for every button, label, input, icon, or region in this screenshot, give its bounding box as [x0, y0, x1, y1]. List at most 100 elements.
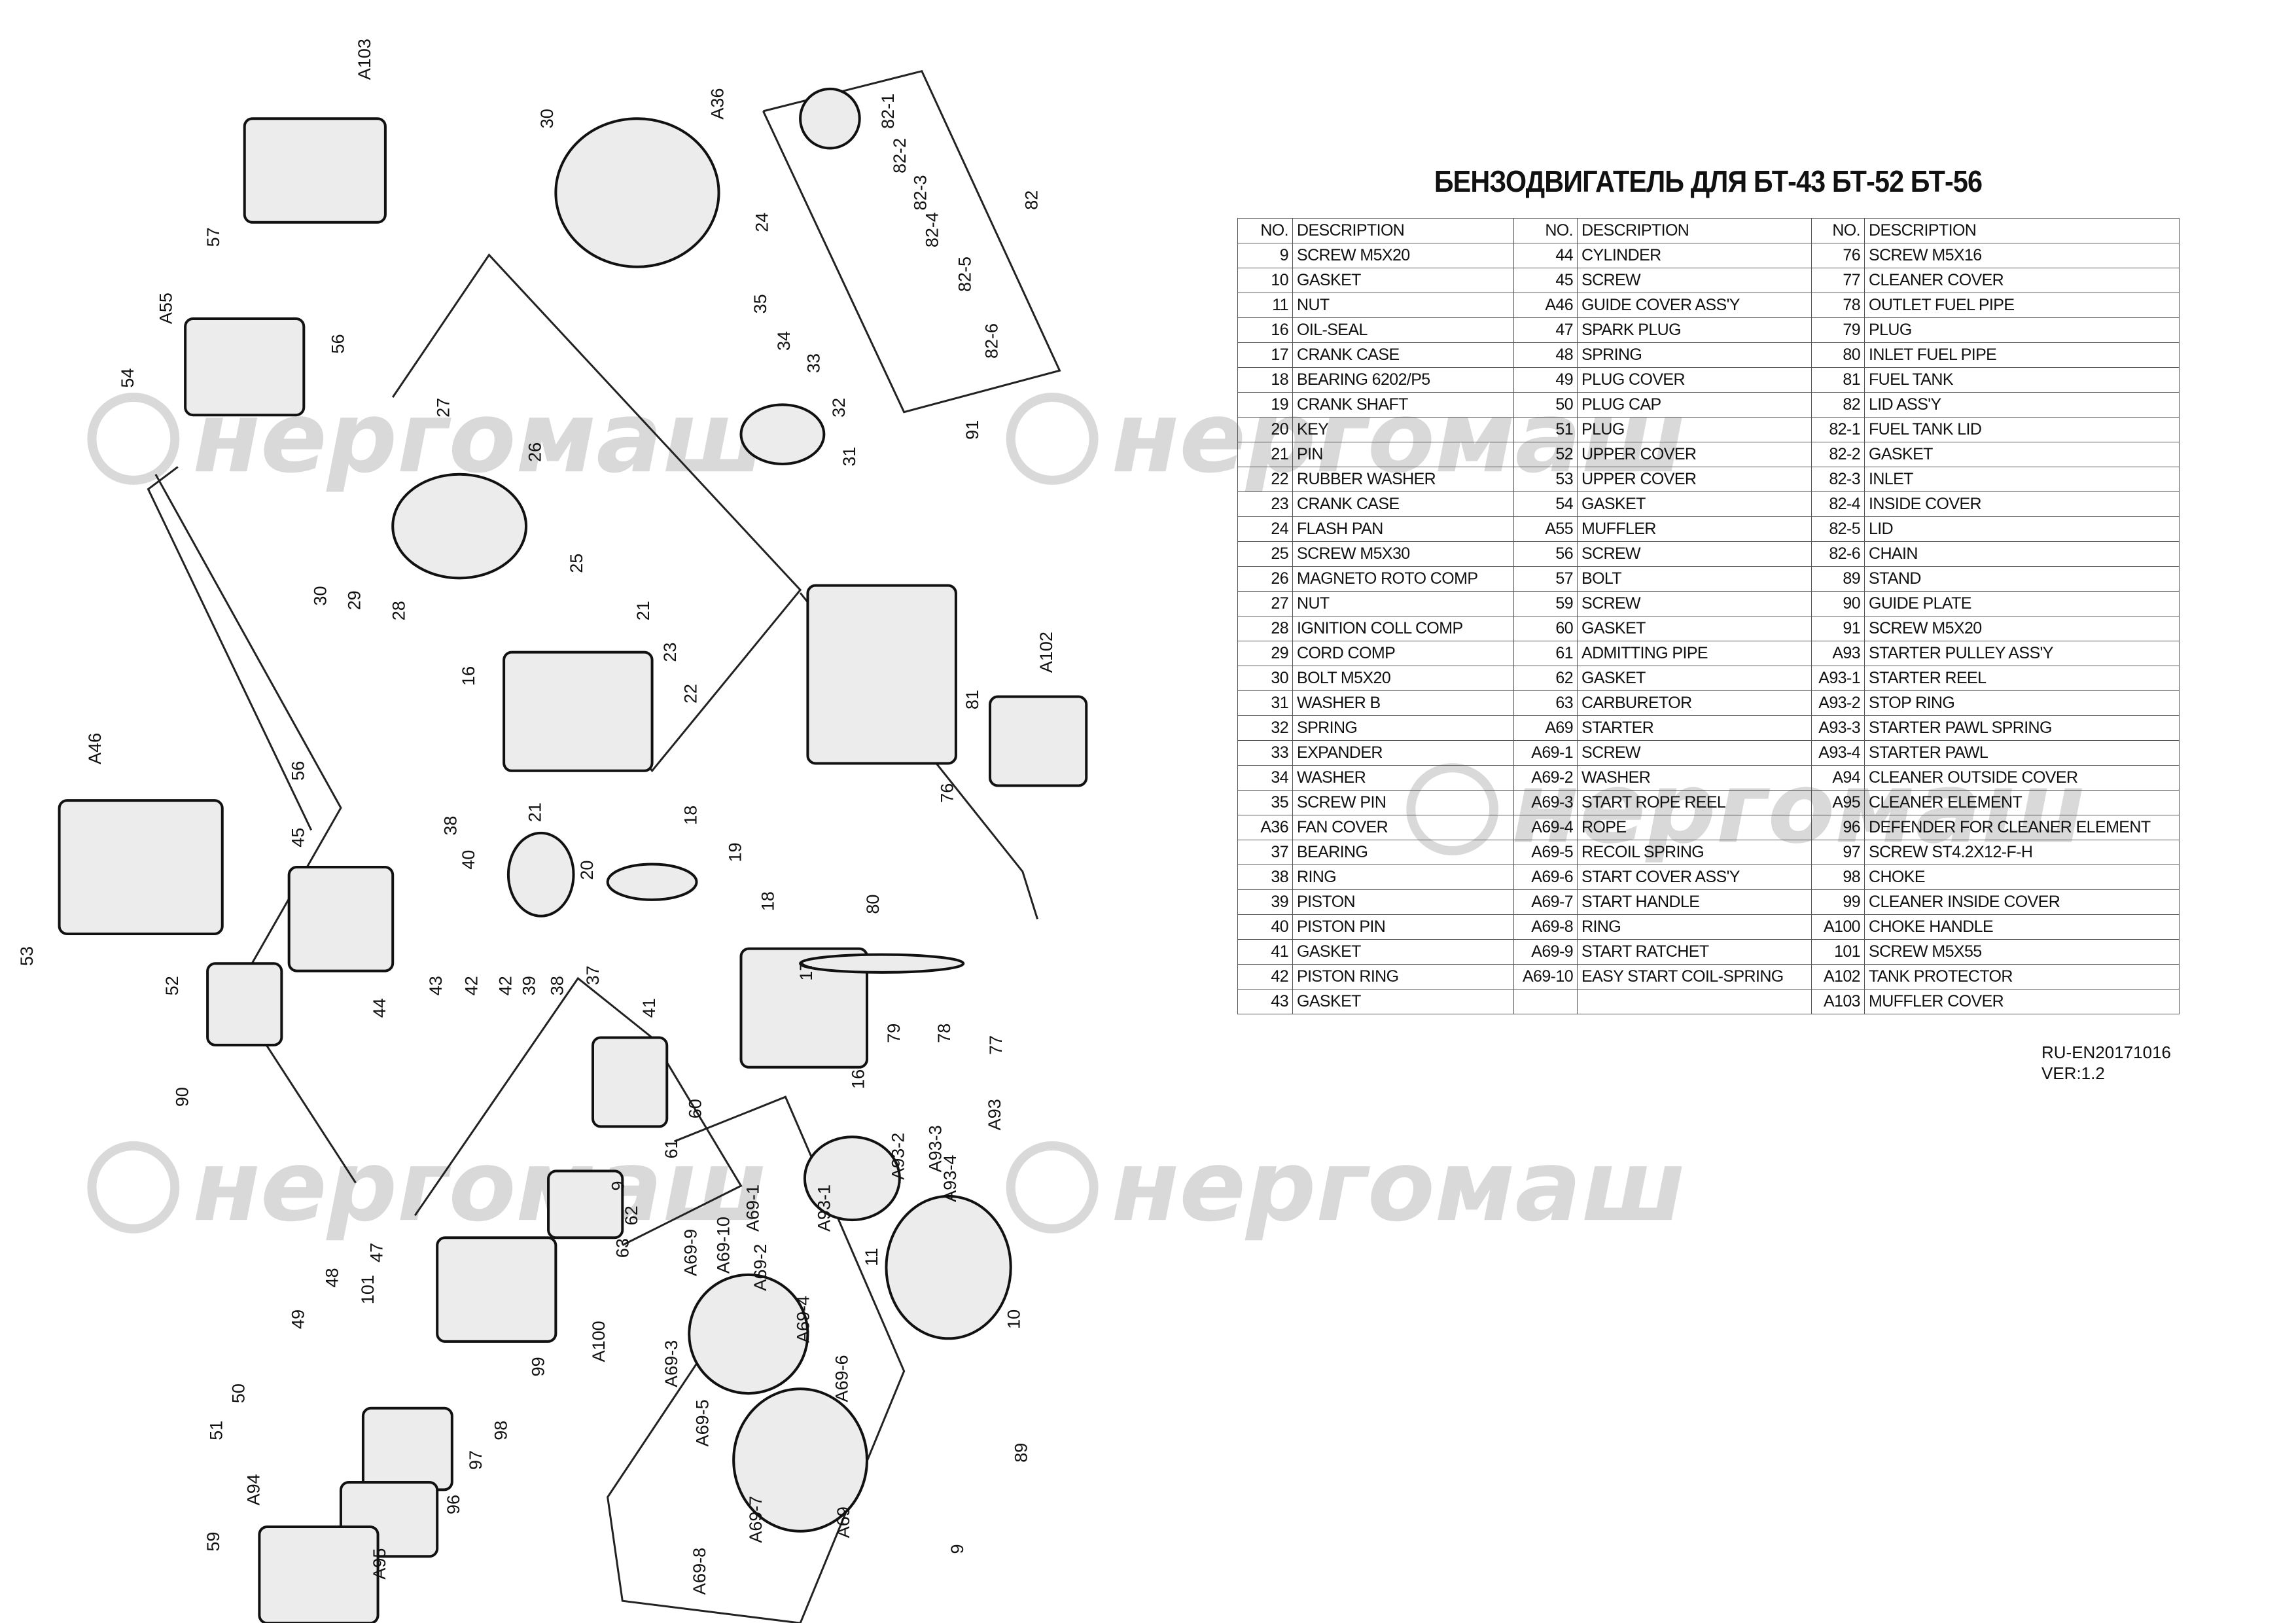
- part-description: PISTON: [1292, 889, 1514, 915]
- callout-label: A69-8: [690, 1548, 709, 1595]
- part-description: UPPER COVER: [1577, 442, 1812, 467]
- callout-label: 82-4: [923, 212, 942, 247]
- callout-label: 99: [528, 1357, 548, 1376]
- callout-label: A46: [85, 733, 105, 764]
- defender-plate-drawing: [361, 1406, 453, 1491]
- callout-label: 57: [203, 227, 223, 247]
- part-number: 47: [1513, 317, 1578, 343]
- part-description: LID ASS'Y: [1864, 392, 2180, 418]
- part-description: SCREW: [1577, 541, 1812, 567]
- callout-label: 39: [520, 976, 539, 995]
- part-description: CORD COMP: [1292, 641, 1514, 666]
- part-description: PLUG CAP: [1577, 392, 1812, 418]
- assembly-group-outline: [607, 1096, 906, 1623]
- part-number: A93-2: [1811, 690, 1865, 716]
- part-description: CLEANER INSIDE COVER: [1864, 889, 2180, 915]
- callout-label: A69-4: [794, 1296, 813, 1343]
- part-number: 82-3: [1811, 467, 1865, 492]
- callout-label: 9: [609, 1181, 628, 1190]
- part-number: 78: [1811, 293, 1865, 318]
- part-description: IGNITION COLL COMP: [1292, 616, 1514, 641]
- part-description: EASY START COIL-SPRING: [1577, 964, 1812, 990]
- callout-label: A69-6: [832, 1355, 852, 1402]
- part-number: A69-4: [1513, 815, 1578, 840]
- callout-label: 79: [884, 1024, 904, 1043]
- part-number: 82-5: [1811, 516, 1865, 542]
- callout-label: 35: [751, 294, 770, 313]
- part-description: LID: [1864, 516, 2180, 542]
- part-description: STARTER PAWL: [1864, 740, 2180, 766]
- part-description: UPPER COVER: [1577, 467, 1812, 492]
- part-description: BEARING: [1292, 840, 1514, 865]
- part-description: PIN: [1292, 442, 1514, 467]
- part-description: GUIDE COVER ASS'Y: [1577, 293, 1812, 318]
- part-number: A55: [1513, 516, 1578, 542]
- callout-label: 22: [681, 684, 701, 704]
- part-description: GUIDE PLATE: [1864, 591, 2180, 616]
- part-number: 60: [1513, 616, 1578, 641]
- part-description: SCREW: [1577, 268, 1812, 293]
- callout-label: 45: [288, 828, 308, 847]
- callout-label: 43: [426, 976, 446, 995]
- part-number: 63: [1513, 690, 1578, 716]
- part-description: GASKET: [1577, 491, 1812, 517]
- callout-label: 18: [758, 891, 777, 911]
- part-description: RING: [1577, 914, 1812, 940]
- callout-label: 40: [459, 850, 478, 870]
- crank-shaft-drawing: [606, 863, 698, 901]
- part-description: WASHER: [1292, 765, 1514, 791]
- callout-label: 9: [947, 1544, 967, 1554]
- part-description: CHOKE HANDLE: [1864, 914, 2180, 940]
- part-number: A69-5: [1513, 840, 1578, 865]
- callout-label: 23: [660, 643, 680, 662]
- part-description: NUT: [1292, 591, 1514, 616]
- callout-label: 89: [1012, 1443, 1031, 1463]
- part-number: A102: [1811, 964, 1865, 990]
- part-description: FUEL TANK: [1864, 367, 2180, 393]
- part-description: STAND: [1864, 566, 2180, 592]
- part-description: BOLT: [1577, 566, 1812, 592]
- part-number: 77: [1811, 268, 1865, 293]
- callout-label: 11: [862, 1248, 881, 1266]
- callout-label: 47: [366, 1243, 386, 1262]
- callout-label: A69-3: [662, 1340, 681, 1387]
- callout-label: 48: [322, 1268, 342, 1287]
- part-number: 27: [1237, 591, 1293, 616]
- callout-label: 29: [344, 590, 364, 610]
- callout-label: A69-5: [693, 1399, 713, 1446]
- part-description: START HANDLE: [1577, 889, 1812, 915]
- part-number: 20: [1237, 417, 1293, 442]
- part-number: A69: [1513, 715, 1578, 741]
- part-number: A69-3: [1513, 790, 1578, 815]
- part-description: INSIDE COVER: [1864, 491, 2180, 517]
- part-number: 99: [1811, 889, 1865, 915]
- callout-label: A103: [355, 39, 374, 80]
- part-description: SPARK PLUG: [1577, 317, 1812, 343]
- callout-label: 51: [207, 1421, 226, 1440]
- part-description: CYLINDER: [1577, 243, 1812, 268]
- assembly-group-outline: [154, 474, 342, 964]
- document-version: VER:1.2: [2041, 1063, 2105, 1083]
- part-number: A93-3: [1811, 715, 1865, 741]
- part-description: SCREW M5X16: [1864, 243, 2180, 268]
- part-number: 31: [1237, 690, 1293, 716]
- callout-label: 30: [310, 586, 330, 606]
- assembly-group-outline: [251, 1022, 357, 1184]
- part-number: 34: [1237, 765, 1293, 791]
- crank-case-drawing: [503, 651, 654, 772]
- part-description: PISTON PIN: [1292, 914, 1514, 940]
- callout-label: A100: [589, 1321, 609, 1362]
- part-description: RING: [1292, 865, 1514, 890]
- piston-drawing: [506, 831, 575, 918]
- callout-label: 20: [577, 861, 597, 880]
